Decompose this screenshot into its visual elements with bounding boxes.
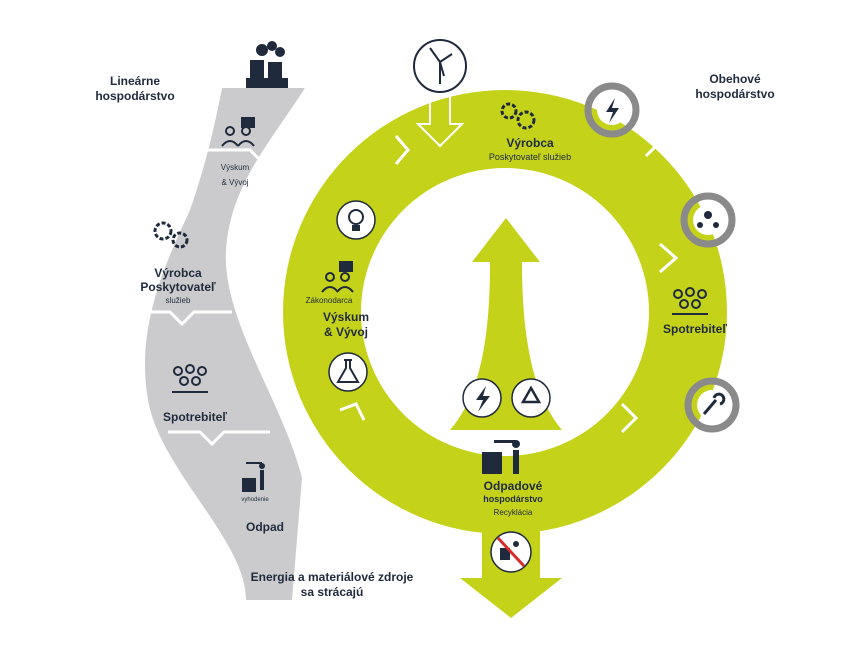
circular-title: Obehové hospodárstvo xyxy=(695,72,775,101)
flask-icon xyxy=(328,352,368,392)
factory-icon xyxy=(246,41,288,88)
linear-producer-label: Výrobca Poskytovateľ služieb xyxy=(140,266,216,305)
linear-research-label: Výskum & Vývoj xyxy=(220,163,250,187)
waste-management-label: Odpadové hospodárstvo Recyklácia xyxy=(483,479,543,518)
no-dumping-icon xyxy=(490,531,532,573)
wind-turbine-icon xyxy=(413,39,467,93)
linear-title: Lineárne hospodárstvo xyxy=(95,74,175,103)
research-team-icon xyxy=(321,261,354,293)
gears-icon xyxy=(153,221,189,249)
waste-bin-icon xyxy=(482,440,520,474)
research-cycle-icon xyxy=(680,192,736,248)
waste-bin-icon xyxy=(242,462,265,492)
linear-consumer-label: Spotrebiteľ xyxy=(163,410,227,424)
lightning-icon xyxy=(462,378,502,418)
research-team-icon xyxy=(221,117,255,147)
consumers-icon xyxy=(672,287,708,315)
consumers-icon xyxy=(172,364,208,393)
linear-waste-small: vyhodenie xyxy=(241,497,269,503)
linear-waste-label: Odpad xyxy=(246,520,284,534)
circular-consumer-label: Spotrebiteľ xyxy=(663,322,727,336)
gears-icon xyxy=(500,102,536,130)
legislator-label: Zákonodarca xyxy=(305,296,353,305)
circular-research-label: Výskum & Vývoj xyxy=(322,310,370,339)
circular-economy-ring xyxy=(283,90,727,534)
recycle-icon xyxy=(511,378,551,418)
central-up-arrow xyxy=(450,218,562,430)
linear-economy-band xyxy=(144,88,305,600)
wrench-cycle-icon xyxy=(684,377,740,433)
inflow-arrow xyxy=(415,91,465,148)
lightbulb-icon xyxy=(336,200,376,240)
circular-producer-label: Výrobca Poskytovateľ služieb xyxy=(488,136,572,162)
resource-loss-label: Energia a materiálové zdroje sa strácajú xyxy=(250,570,414,599)
energy-cycle-icon xyxy=(584,82,640,138)
